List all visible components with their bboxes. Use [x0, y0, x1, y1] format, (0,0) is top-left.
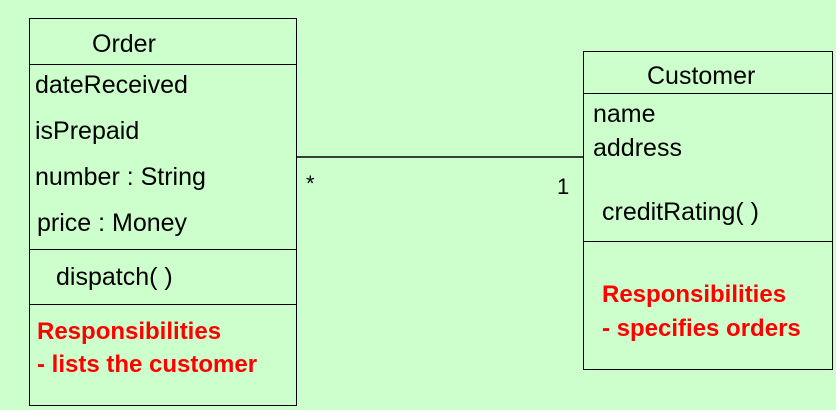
customer-responsibilities-compartment: Responsibilities - specifies orders	[584, 241, 832, 370]
order-class: Order dateReceived isPrepaid number : St…	[29, 18, 297, 406]
order-class-name: Order	[92, 30, 156, 58]
order-attribute: number : String	[35, 163, 206, 191]
customer-responsibilities-heading: Responsibilities	[602, 281, 787, 308]
order-attribute: price : Money	[37, 209, 188, 237]
order-name-compartment: Order	[30, 19, 296, 64]
customer-class-name: Customer	[647, 62, 756, 90]
order-operation: dispatch( )	[56, 263, 173, 291]
order-operations-compartment: dispatch( )	[30, 249, 296, 305]
order-attribute: isPrepaid	[35, 117, 140, 145]
customer-operation: creditRating( )	[602, 198, 759, 226]
customer-multiplicity-label: 1	[557, 174, 570, 199]
customer-responsibility-item: - specifies orders	[602, 315, 801, 342]
order-multiplicity-label: *	[306, 171, 315, 196]
order-responsibility-item: - lists the customer	[37, 351, 258, 378]
customer-attribute: name	[593, 100, 656, 128]
customer-class: Customer name address creditRating( ) Re…	[583, 51, 833, 370]
customer-attribute: address	[593, 134, 682, 162]
order-responsibilities-heading: Responsibilities	[37, 318, 222, 345]
customer-attributes-compartment: name address creditRating( )	[584, 93, 832, 242]
customer-name-compartment: Customer	[584, 52, 832, 93]
order-attributes-compartment: dateReceived isPrepaid number : String p…	[30, 64, 296, 250]
order-attribute: dateReceived	[35, 71, 188, 99]
order-responsibilities-compartment: Responsibilities - lists the customer	[30, 304, 296, 406]
